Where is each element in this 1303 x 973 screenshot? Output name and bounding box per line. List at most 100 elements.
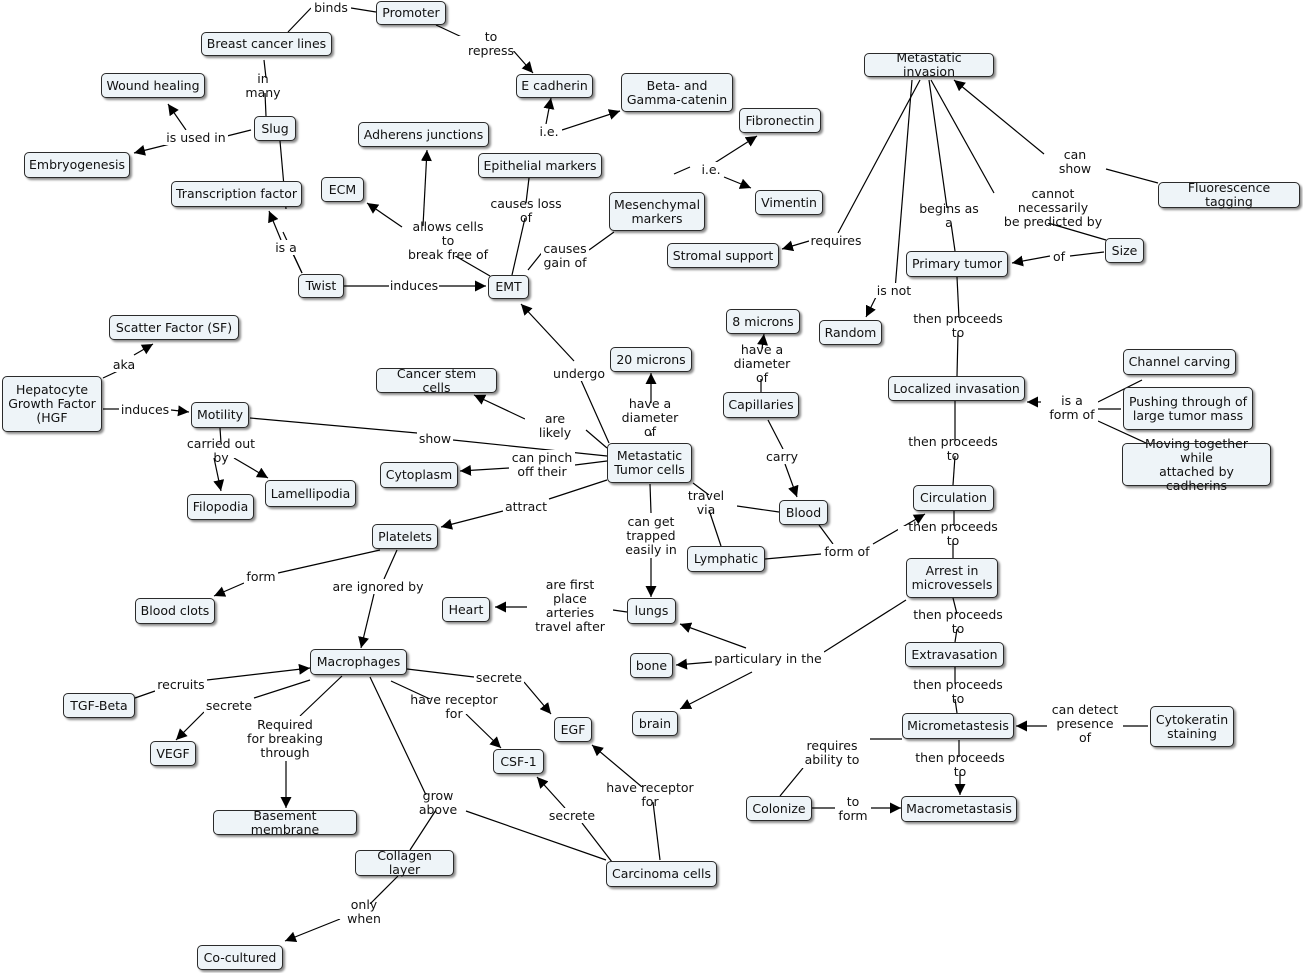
node-csf-1[interactable]: CSF-1 xyxy=(493,749,544,774)
node-blood-clots[interactable]: Blood clots xyxy=(135,598,215,624)
link-label-are-likely: are likely xyxy=(525,411,585,439)
node-embryogenesis[interactable]: Embryogenesis xyxy=(24,152,130,178)
node-8-microns[interactable]: 8 microns xyxy=(726,309,800,334)
node-cancer-stem-cells[interactable]: Cancer stem cells xyxy=(376,366,497,394)
node-bone[interactable]: bone xyxy=(630,653,673,678)
link-label-carry: carry xyxy=(764,448,800,464)
node-vimentin[interactable]: Vimentin xyxy=(755,190,823,215)
link-label-is-a-form-of: is a form of xyxy=(1046,393,1098,423)
node-co-cultured[interactable]: Co-cultured xyxy=(197,945,283,970)
node-scatter-factor[interactable]: Scatter Factor (SF) xyxy=(109,315,239,340)
connector-line xyxy=(287,7,312,33)
node-mesenchymal-markers[interactable]: Mesenchymal markers xyxy=(609,192,705,231)
connector-line xyxy=(1097,379,1143,403)
connector-line xyxy=(784,463,799,498)
node-pushing-through[interactable]: Pushing through of large tumor mass xyxy=(1123,387,1253,430)
connector-line xyxy=(175,711,205,741)
link-label-receptor-egf: have receptor for xyxy=(595,780,705,808)
node-epithelial-markers[interactable]: Epithelial markers xyxy=(478,153,602,178)
link-label-binds: binds xyxy=(311,0,351,15)
node-fluorescence-tagging[interactable]: Fluorescence tagging xyxy=(1158,181,1300,209)
connector-line xyxy=(511,217,526,276)
connector-line xyxy=(390,680,433,701)
connector-line xyxy=(894,79,913,291)
connector-line xyxy=(548,479,608,500)
connector-line xyxy=(1047,222,1107,241)
node-size[interactable]: Size xyxy=(1105,238,1144,263)
connector-line xyxy=(954,628,958,643)
node-collagen-layer[interactable]: Collagen layer xyxy=(355,849,454,877)
node-metastatic-tumor-cells[interactable]: Metastatic Tumor cells xyxy=(607,443,692,483)
connector-line xyxy=(953,79,1045,155)
link-label-aka: aka xyxy=(111,356,137,372)
node-basement-membrane[interactable]: Basement membrane xyxy=(213,808,357,836)
node-transcription-factor[interactable]: Transcription factor xyxy=(171,181,302,207)
node-micrometastesis[interactable]: Micrometastesis xyxy=(902,713,1014,739)
node-hgf[interactable]: Hepatocyte Growth Factor (HGF xyxy=(2,376,102,432)
node-emt[interactable]: EMT xyxy=(488,275,529,299)
node-slug[interactable]: Slug xyxy=(254,116,296,141)
connector-line xyxy=(226,129,252,137)
node-extravasation[interactable]: Extravasation xyxy=(905,642,1004,667)
node-cytokeratin-staining[interactable]: Cytokeratin staining xyxy=(1150,706,1234,747)
connector-line xyxy=(956,276,960,319)
node-fibronectin[interactable]: Fibronectin xyxy=(739,108,821,133)
node-ecm[interactable]: ECM xyxy=(321,177,364,202)
node-wound-healing[interactable]: Wound healing xyxy=(101,73,205,98)
connector-line xyxy=(736,505,780,513)
connector-line xyxy=(837,79,921,234)
node-blood[interactable]: Blood xyxy=(779,500,828,525)
node-platelets[interactable]: Platelets xyxy=(372,524,438,549)
node-circulation[interactable]: Circulation xyxy=(913,485,994,511)
node-random[interactable]: Random xyxy=(819,320,882,345)
link-label-cannot-predict: cannot necessarily be predicted by xyxy=(995,187,1111,229)
node-moving-together[interactable]: Moving together while attached by cadher… xyxy=(1122,436,1271,492)
node-tgf-beta[interactable]: TGF-Beta xyxy=(63,693,135,718)
node-arrest-in-microvessels[interactable]: Arrest in microvessels xyxy=(906,558,998,598)
connector-line xyxy=(406,668,475,678)
node-brain[interactable]: brain xyxy=(632,711,678,736)
node-adherens-junctions[interactable]: Adherens junctions xyxy=(358,122,489,147)
connector-line xyxy=(1069,251,1105,257)
link-label-is-not: is not xyxy=(874,283,914,298)
connector-line xyxy=(930,79,995,194)
node-motility[interactable]: Motility xyxy=(191,402,249,428)
connector-line xyxy=(369,875,399,905)
link-label-causes-gain-of: causes gain of xyxy=(541,241,589,271)
node-vegf[interactable]: VEGF xyxy=(150,741,196,766)
node-colonize[interactable]: Colonize xyxy=(746,796,812,821)
node-twist[interactable]: Twist xyxy=(298,274,344,298)
node-metastatic-invasion[interactable]: Metastatic invasion xyxy=(864,51,994,79)
node-macrophages[interactable]: Macrophages xyxy=(310,649,407,675)
node-e-cadherin[interactable]: E cadherin xyxy=(516,74,593,98)
node-heart[interactable]: Heart xyxy=(442,597,490,622)
connector-line xyxy=(350,7,377,13)
connector-line xyxy=(612,609,628,613)
node-lamellipodia[interactable]: Lamellipodia xyxy=(265,480,356,507)
node-primary-tumor[interactable]: Primary tumor xyxy=(906,251,1008,277)
node-promoter[interactable]: Promoter xyxy=(376,1,446,25)
connector-line xyxy=(206,663,311,681)
connector-line xyxy=(520,303,575,362)
connector-line xyxy=(723,176,752,189)
connector-line xyxy=(767,419,784,450)
node-lymphatic[interactable]: Lymphatic xyxy=(687,546,765,572)
node-channel-carving[interactable]: Channel carving xyxy=(1123,349,1236,375)
node-lungs[interactable]: lungs xyxy=(627,598,676,624)
node-cytoplasm[interactable]: Cytoplasm xyxy=(380,462,458,488)
node-filopodia[interactable]: Filopodia xyxy=(187,494,254,520)
connector-line xyxy=(574,460,608,466)
node-capillaries[interactable]: Capillaries xyxy=(723,392,799,418)
node-carcinoma-cells[interactable]: Carcinoma cells xyxy=(606,861,717,887)
node-egf[interactable]: EGF xyxy=(554,717,592,742)
node-breast-cancer-lines[interactable]: Breast cancer lines xyxy=(201,32,332,56)
node-20-microns[interactable]: 20 microns xyxy=(610,347,692,372)
connector-line xyxy=(536,776,566,809)
node-stromal-support[interactable]: Stromal support xyxy=(667,243,779,268)
link-label-secrete-egf: secrete xyxy=(474,669,524,685)
node-macrometastasis[interactable]: Macrometastasis xyxy=(901,796,1017,822)
link-label-show: show xyxy=(417,430,453,446)
node-beta-gamma-catenin[interactable]: Beta- and Gamma-catenin xyxy=(621,73,733,112)
node-localized-invasation[interactable]: Localized invasation xyxy=(888,376,1025,401)
